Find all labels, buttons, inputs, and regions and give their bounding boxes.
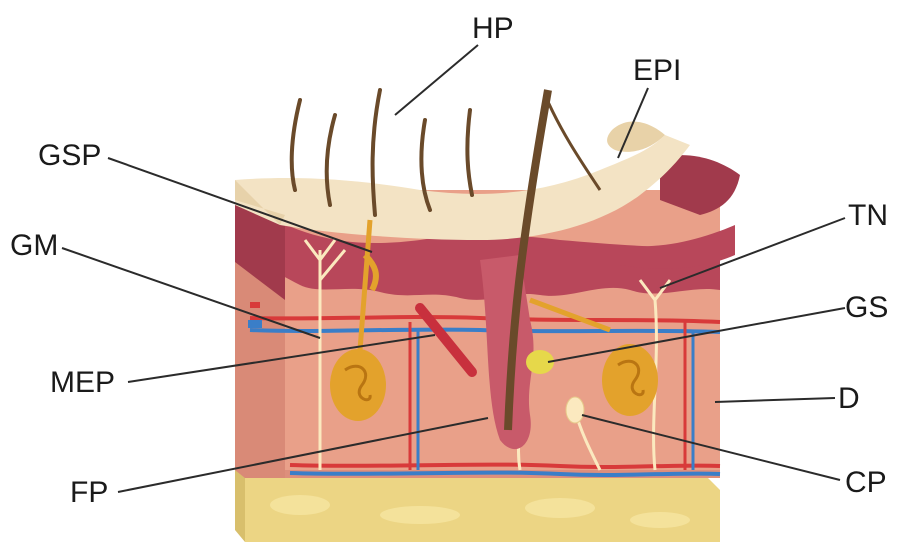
label-gs: GS xyxy=(845,291,888,324)
label-d: D xyxy=(838,382,860,415)
label-fp: FP xyxy=(70,476,108,509)
label-mep: MEP xyxy=(50,366,115,399)
pacinian-corpuscle xyxy=(566,397,584,423)
label-tn: TN xyxy=(848,199,888,232)
label-gm: GM xyxy=(10,229,58,262)
label-epi: EPI xyxy=(633,54,681,87)
label-hp: HP xyxy=(472,12,514,45)
label-cp: CP xyxy=(845,466,887,499)
label-gsp: GSP xyxy=(38,139,101,172)
leader-hp xyxy=(395,45,478,115)
leader-d xyxy=(715,398,835,402)
